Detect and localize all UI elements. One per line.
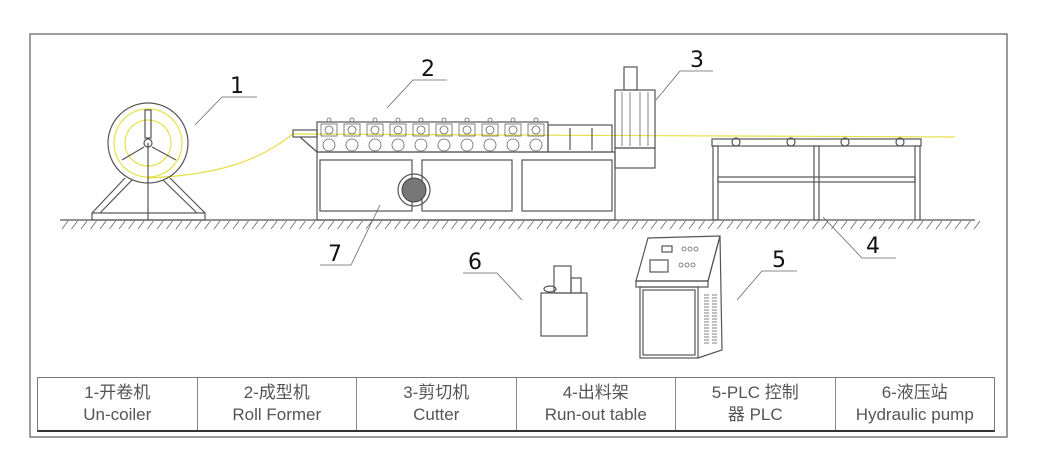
legend-cell: 6-液压站 Hydraulic pump xyxy=(836,378,995,430)
uncoiler xyxy=(91,102,206,221)
callout-2: 2 xyxy=(421,57,435,82)
legend-cn: 2-成型机 xyxy=(243,383,310,402)
callout-6: 6 xyxy=(468,250,482,275)
roll-former xyxy=(292,117,616,221)
legend-cell: 1-开卷机 Un-coiler xyxy=(38,378,198,430)
cutter xyxy=(547,66,656,169)
legend-cell: 5-PLC 控制器 PLC xyxy=(676,378,836,430)
callout-4: 4 xyxy=(866,234,880,259)
legend-cell: 2-成型机 Roll Former xyxy=(198,378,357,430)
ground-line xyxy=(60,219,981,230)
legend-cn: 4-出料架 xyxy=(562,383,629,402)
legend-cn: 6-液压站 xyxy=(881,383,948,402)
legend-cn: 5-PLC 控制 xyxy=(711,383,799,402)
plc-cabinet xyxy=(635,235,723,359)
hydraulic-pump xyxy=(540,265,588,337)
legend-table: 1-开卷机 Un-coiler 2-成型机 Roll Former 3-剪切机 Cut… xyxy=(37,377,995,432)
callout-3: 3 xyxy=(690,48,704,73)
callout-1: 1 xyxy=(230,74,244,99)
legend-cn: 1-开卷机 xyxy=(84,383,151,402)
frame-border xyxy=(29,33,1008,438)
steel-strip xyxy=(147,133,956,179)
legend-en: 器 PLC xyxy=(727,405,783,424)
legend-en: Hydraulic pump xyxy=(855,405,974,424)
motor xyxy=(397,173,431,207)
legend-en: Un-coiler xyxy=(83,405,152,424)
legend-en: Cutter xyxy=(413,405,460,424)
legend-cell: 4-出料架 Run-out table xyxy=(517,378,676,430)
legend-cn: 3-剪切机 xyxy=(403,383,470,402)
legend-en: Roll Former xyxy=(232,405,322,424)
callout-7: 7 xyxy=(328,242,342,267)
legend-cell: 3-剪切机 Cutter xyxy=(357,378,517,430)
legend-en: Run-out table xyxy=(544,405,647,424)
callout-5: 5 xyxy=(772,248,786,273)
runout-table xyxy=(711,137,922,221)
